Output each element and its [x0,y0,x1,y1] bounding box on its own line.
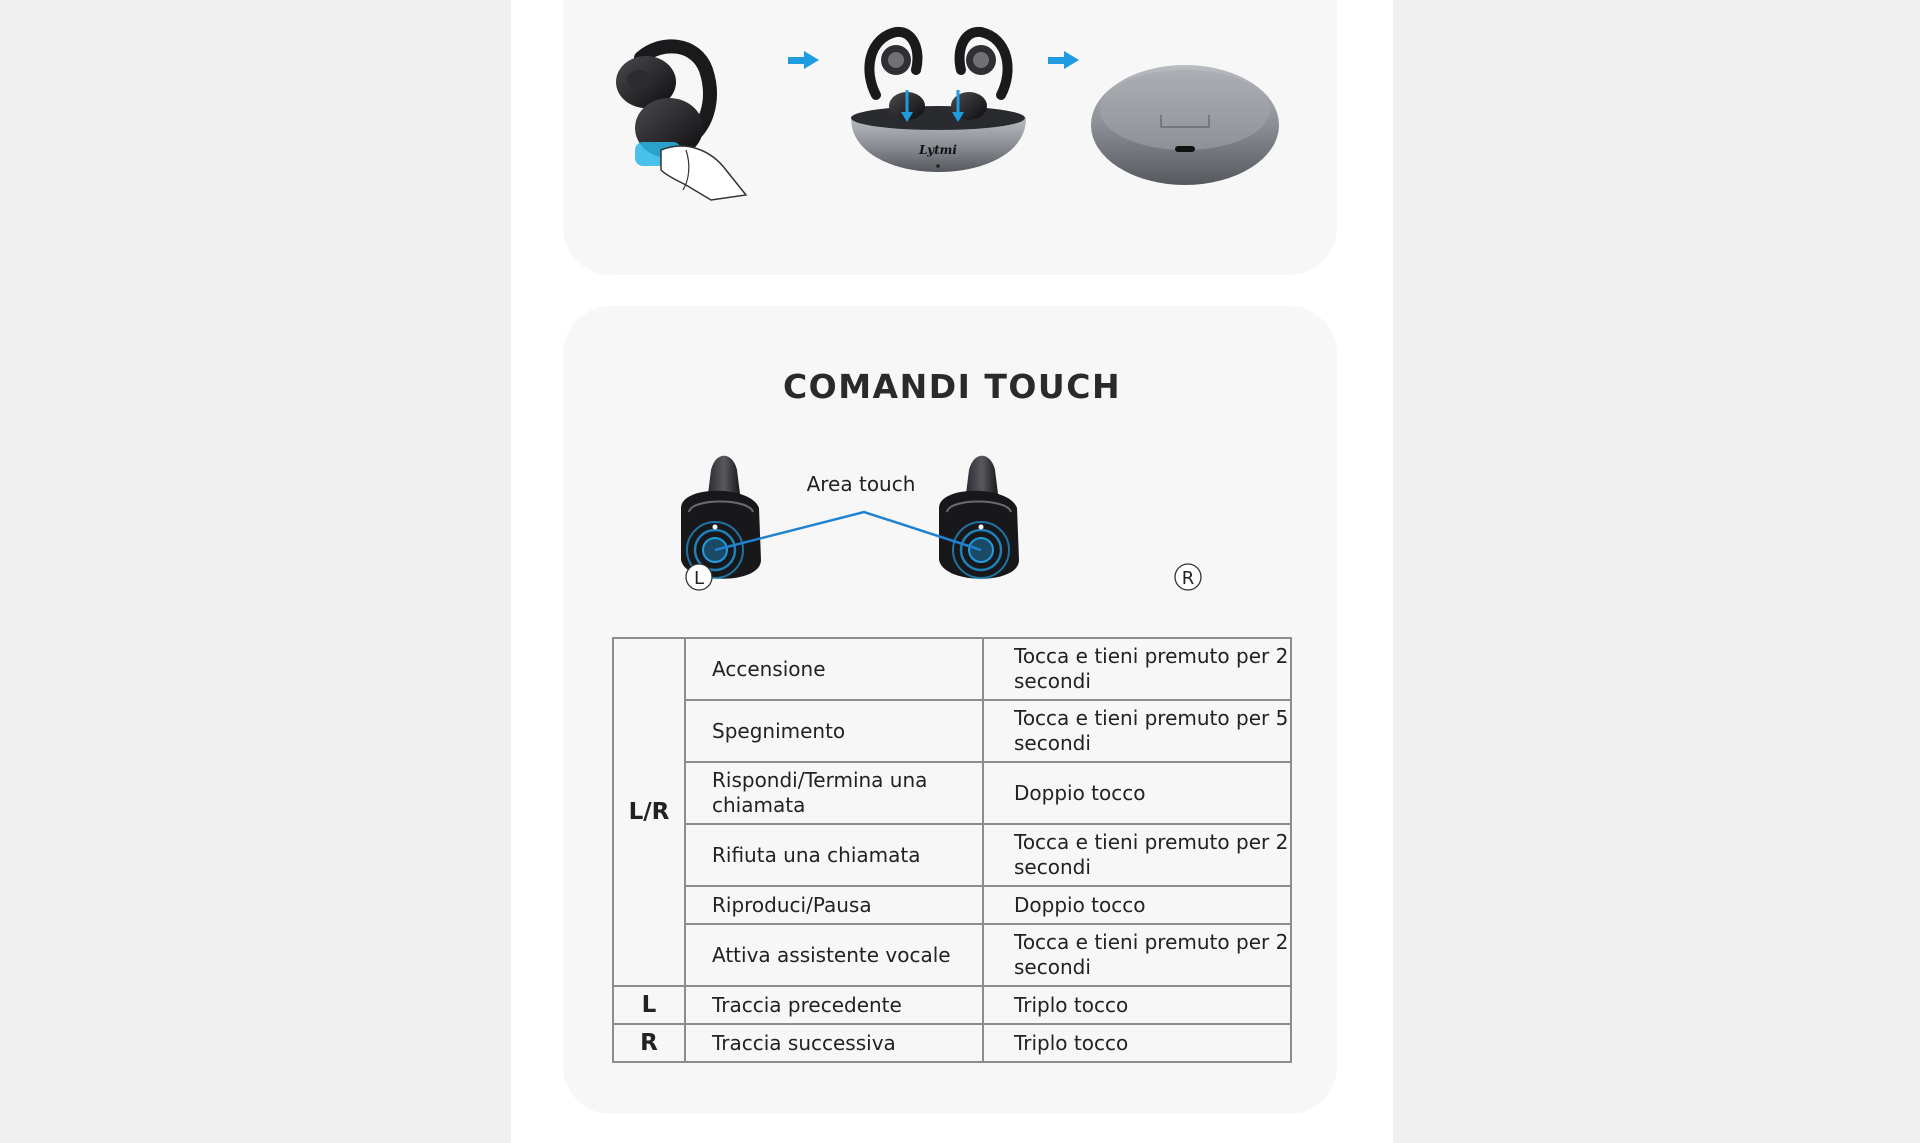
action-cell: Rispondi/Termina una chiamata [684,761,984,825]
action-cell: Spegnimento [684,699,984,763]
table-row: L/R Accensione Tocca e tieni premuto per… [612,637,1292,987]
table-row: Rifiuta una chiamata Tocca e tieni premu… [613,823,1292,887]
table-row: Riproduci/Pausa Doppio tocco [613,885,1292,925]
arrow-right-icon [788,51,819,69]
left-earbud-icon [681,455,761,579]
case-brand-logo: Lytmi [918,143,957,157]
gesture-cell: Doppio tocco [982,885,1292,925]
open-case-icon: Lytmi [851,26,1026,172]
left-marker-icon: L [685,563,713,591]
earbud-in-hand-icon [616,39,748,201]
touch-area-pointer [714,510,982,552]
gesture-cell: Doppio tocco [982,761,1292,825]
action-cell: Rifiuta una chiamata [684,823,984,887]
table-row: R Traccia successiva Triplo tocco [612,1023,1292,1063]
section-title: COMANDI TOUCH [782,367,1122,406]
gesture-cell: Tocca e tieni premuto per 5 secondi [982,699,1292,763]
table-row: Rispondi/Termina una chiamata Doppio toc… [613,761,1292,825]
action-cell: Traccia precedente [684,985,984,1025]
gesture-cell: Triplo tocco [982,1023,1292,1063]
arrow-right-icon [1048,51,1079,69]
table-row: L Traccia precedente Triplo tocco [612,985,1292,1025]
gesture-cell: Triplo tocco [982,985,1292,1025]
action-cell: Accensione [684,637,984,701]
left-marker-label: L [694,568,704,589]
side-cell: L [612,985,686,1025]
charging-steps-illustration: Lytmi [616,26,1279,201]
right-marker-icon: R [1174,563,1202,591]
action-cell: Attiva assistente vocale [684,923,984,987]
right-earbud-icon [939,455,1019,579]
gesture-cell: Tocca e tieni premuto per 2 secondi [982,923,1292,987]
closed-case-icon [1091,65,1279,185]
content-column: Lytmi COMANDI TOU [511,0,1393,1143]
gesture-cell: Tocca e tieni premuto per 2 secondi [982,823,1292,887]
table-row: Attiva assistente vocale Tocca e tieni p… [613,923,1292,987]
table-row: Spegnimento Tocca e tieni premuto per 5 … [613,699,1292,763]
touch-area-illustration: L R [681,455,1202,591]
right-marker-label: R [1182,568,1195,589]
touch-area-label: Area touch [806,472,916,496]
side-cell: L/R [612,637,686,987]
side-cell: R [612,1023,686,1063]
touch-commands-table: L/R Accensione Tocca e tieni premuto per… [612,637,1292,1063]
action-cell: Riproduci/Pausa [684,885,984,925]
gesture-cell: Tocca e tieni premuto per 2 secondi [982,637,1292,701]
action-cell: Traccia successiva [684,1023,984,1063]
